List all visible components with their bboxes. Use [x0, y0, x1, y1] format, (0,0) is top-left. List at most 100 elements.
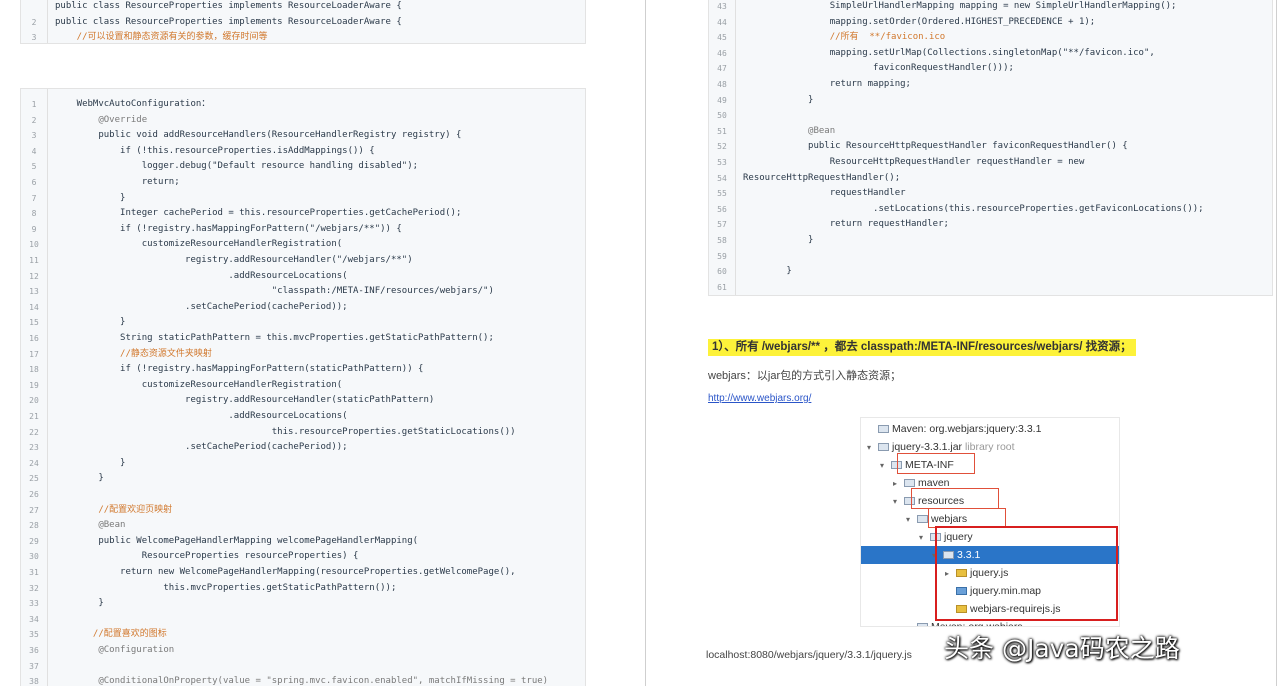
- line-number: 3: [31, 33, 37, 43]
- code-text: }: [55, 192, 126, 203]
- tree-item[interactable]: ▾3.3.1: [861, 546, 1119, 564]
- code-line: 8 Integer cachePeriod = this.resourcePro…: [21, 206, 585, 222]
- line-number: 5: [31, 162, 37, 172]
- chevron-icon[interactable]: ▾: [919, 533, 924, 542]
- tree-item-label: Maven: org.webjars:jquery:3.3.1: [892, 423, 1042, 435]
- code-line: 5 logger.debug("Default resource handlin…: [21, 159, 585, 175]
- footer-url: localhost:8080/webjars/jquery/3.3.1/jque…: [706, 649, 912, 661]
- folder-icon: [904, 479, 915, 487]
- code-text: Integer cachePeriod = this.resourcePrope…: [55, 208, 462, 219]
- code-text: String staticPathPattern = this.mvcPrope…: [55, 333, 494, 343]
- line-number: 54: [717, 173, 727, 183]
- code-text: SimpleUrlHandlerMapping mapping = new Si…: [743, 1, 1177, 11]
- chevron-icon[interactable]: ▸: [945, 569, 950, 578]
- line-number: 50: [717, 111, 727, 121]
- js-file-icon: [956, 569, 967, 577]
- line-number: 17: [29, 349, 39, 359]
- code-text: public class ResourceProperties implemen…: [55, 16, 402, 27]
- code-text: .addResourceLocations(: [55, 411, 348, 421]
- column-divider: [645, 0, 646, 686]
- chevron-icon[interactable]: ▾: [906, 515, 911, 524]
- line-number: 2: [31, 17, 37, 27]
- library-icon: [917, 623, 928, 626]
- tree-item[interactable]: ▾META-INF: [861, 456, 1119, 474]
- library-icon: [878, 443, 889, 451]
- code-line: 13 "classpath:/META-INF/resources/webjar…: [21, 284, 585, 300]
- code-text: requestHandler: [743, 188, 906, 199]
- line-number: 45: [717, 33, 727, 43]
- chevron-icon[interactable]: ▾: [880, 461, 885, 470]
- code-text: //静态资源文件夹映射: [55, 348, 212, 359]
- article-subtext: webjars：以jar包的方式引入静态资源；: [708, 370, 902, 382]
- webjars-link[interactable]: http://www.webjars.org/: [708, 393, 812, 404]
- code-line: 46 mapping.setUrlMap(Collections.singlet…: [709, 46, 1272, 62]
- tree-item[interactable]: jquery.min.map: [861, 582, 1119, 600]
- tree-item[interactable]: ▾webjars: [861, 510, 1119, 528]
- code-text: mapping.setUrlMap(Collections.singletonM…: [743, 47, 1155, 58]
- chevron-icon[interactable]: ▾: [932, 551, 937, 560]
- code-text: //配置欢迎页映射: [55, 504, 173, 515]
- tree-item[interactable]: webjars-requirejs.js: [861, 600, 1119, 618]
- tree-item[interactable]: Maven: org.webjars:jquery:3.3.1: [861, 420, 1119, 438]
- code-text: ResourceProperties resourceProperties) {: [55, 551, 359, 562]
- code-text: }: [743, 94, 814, 105]
- tree-item[interactable]: Maven: org.webjars: [861, 618, 1119, 626]
- code-text: }: [743, 235, 814, 245]
- code-text: return mapping;: [743, 79, 911, 89]
- code-line: 51 @Bean: [709, 124, 1272, 140]
- chevron-icon[interactable]: ▸: [893, 479, 898, 488]
- code-line: public class ResourceProperties implemen…: [21, 0, 585, 15]
- line-number: 6: [31, 178, 37, 187]
- code-line: 2 @Override: [21, 113, 585, 129]
- chevron-icon[interactable]: ▾: [867, 443, 872, 452]
- line-number: 21: [29, 412, 39, 421]
- code-line: 18 if (!registry.hasMappingForPattern(st…: [21, 362, 585, 378]
- code-text: customizeResourceHandlerRegistration(: [55, 239, 343, 250]
- code-line: 12 .addResourceLocations(: [21, 269, 585, 285]
- chevron-icon[interactable]: ▾: [893, 497, 898, 506]
- tree-item[interactable]: ▸jquery.js: [861, 564, 1119, 582]
- code-text: //配置喜欢的图标: [55, 629, 167, 640]
- code-text: "classpath:/META-INF/resources/webjars/"…: [55, 286, 494, 297]
- tree-item-label: resources: [918, 495, 965, 507]
- code-text: .setLocations(this.resourceProperties.ge…: [743, 203, 1204, 214]
- line-gutter: [47, 89, 48, 686]
- line-number: 15: [29, 318, 39, 328]
- line-number: 11: [29, 256, 39, 265]
- folder-icon: [904, 497, 915, 505]
- line-number: 1: [31, 100, 37, 109]
- line-number: 14: [29, 302, 39, 312]
- line-number: 20: [29, 396, 39, 406]
- code-text: //所有 **/favicon.ico: [743, 32, 946, 43]
- code-line: 30 ResourceProperties resourceProperties…: [21, 549, 585, 565]
- code-text: registry.addResourceHandler("/webjars/**…: [55, 255, 413, 265]
- code-line: 14 .setCachePeriod(cachePeriod));: [21, 300, 585, 316]
- code-line: 57 return requestHandler;: [709, 217, 1272, 233]
- code-line: 19 customizeResourceHandlerRegistration(: [21, 378, 585, 394]
- code-text: WebMvcAutoConfiguration：: [55, 99, 211, 109]
- folder-icon: [917, 515, 928, 523]
- code-text: }: [55, 317, 126, 328]
- code-line: 35 //配置喜欢的图标: [21, 627, 585, 643]
- code-text: ResourceHttpRequestHandler();: [743, 172, 901, 183]
- code-text: customizeResourceHandlerRegistration(: [55, 379, 343, 390]
- code-text: logger.debug("Default resource handling …: [55, 161, 419, 172]
- code-line: 3 //可以设置和静态资源有关的参数，缓存时间等: [21, 30, 585, 43]
- code-line: 33 }: [21, 596, 585, 612]
- code-text: @Configuration: [55, 645, 175, 655]
- tree-item[interactable]: ▾ resources: [861, 492, 1119, 510]
- code-text: }: [55, 598, 104, 609]
- code-line: 22 this.resourceProperties.getStaticLoca…: [21, 425, 585, 441]
- tree-item[interactable]: ▸maven: [861, 474, 1119, 492]
- code-line: 9 if (!registry.hasMappingForPattern("/w…: [21, 222, 585, 238]
- line-number: 43: [717, 2, 727, 11]
- highlight-webjars: [928, 508, 1006, 528]
- code-line: 55 requestHandler: [709, 186, 1272, 202]
- code-text: if (!this.resourceProperties.isAddMappin…: [55, 145, 375, 156]
- code-line: 21 .addResourceLocations(: [21, 409, 585, 425]
- code-line: 27 //配置欢迎页映射: [21, 503, 585, 519]
- line-number: 34: [29, 614, 39, 624]
- tree-item[interactable]: ▾jquery-3.3.1.jar library root: [861, 438, 1119, 456]
